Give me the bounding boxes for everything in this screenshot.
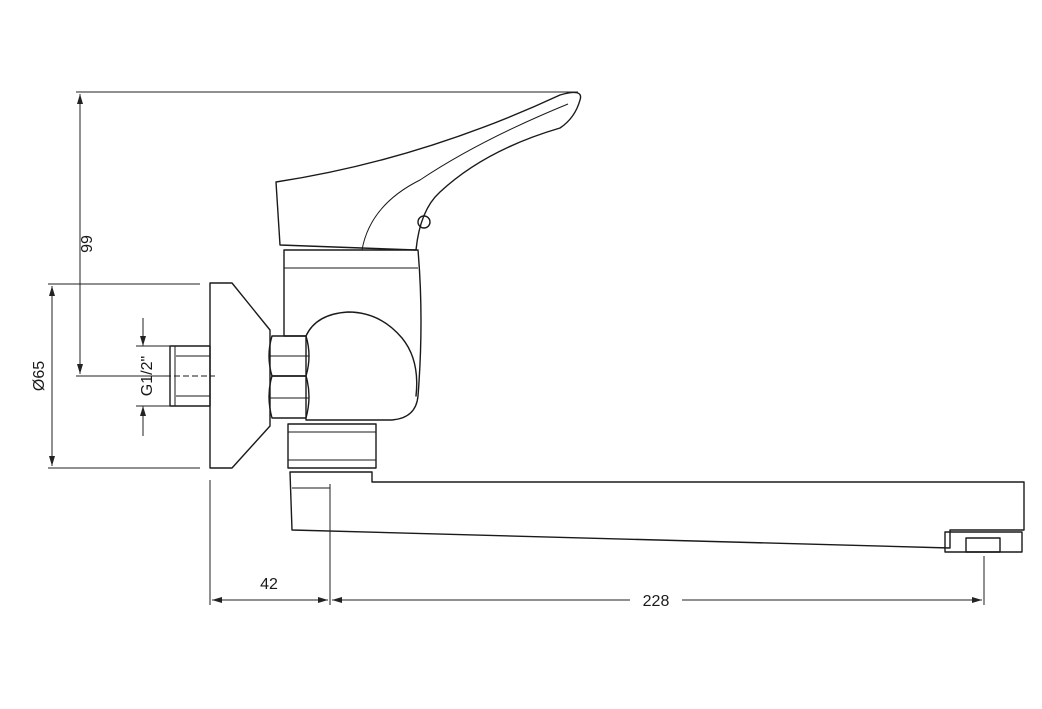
label-offset-42: 42 <box>260 576 278 593</box>
wall-rosette <box>209 282 271 469</box>
dimension-lines <box>48 91 985 605</box>
label-height-99: 99 <box>79 235 96 253</box>
label-reach-228: 228 <box>643 593 670 610</box>
hex-nut-lower <box>268 375 310 419</box>
inlet-thread <box>169 345 211 407</box>
spout <box>289 471 1025 549</box>
swivel-ring <box>287 423 377 469</box>
faucet-outline <box>165 91 1025 553</box>
lever-handle <box>275 91 582 251</box>
handle-pivot <box>417 215 431 229</box>
label-thread: G1/2" <box>139 356 156 396</box>
aerator <box>944 531 1023 553</box>
label-diameter-65: Ø65 <box>31 361 48 391</box>
mixer-body <box>283 249 422 421</box>
